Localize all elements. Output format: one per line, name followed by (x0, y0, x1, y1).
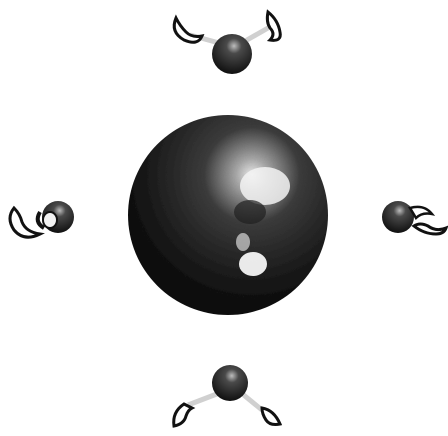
sphere-highlight-bottom (239, 252, 267, 276)
oxygen-atom (382, 201, 414, 233)
hydrogen-atom (414, 224, 446, 234)
hydrogen-atom (267, 12, 280, 40)
hydrogen-atom (262, 408, 280, 425)
oxygen-atom (212, 365, 248, 401)
hydrogen-atom (174, 18, 202, 42)
water-molecule-top (174, 12, 280, 74)
water-molecule-left (10, 201, 74, 237)
central-sphere (128, 115, 328, 315)
water-molecule-bottom (174, 365, 280, 426)
hydrogen-atom (10, 208, 40, 237)
oxygen-atom (212, 34, 252, 74)
sphere-highlight-top (240, 167, 290, 205)
hydrogen-atom (174, 404, 192, 426)
sphere-inner-shadow (234, 200, 266, 224)
water-molecule-right (382, 201, 446, 234)
